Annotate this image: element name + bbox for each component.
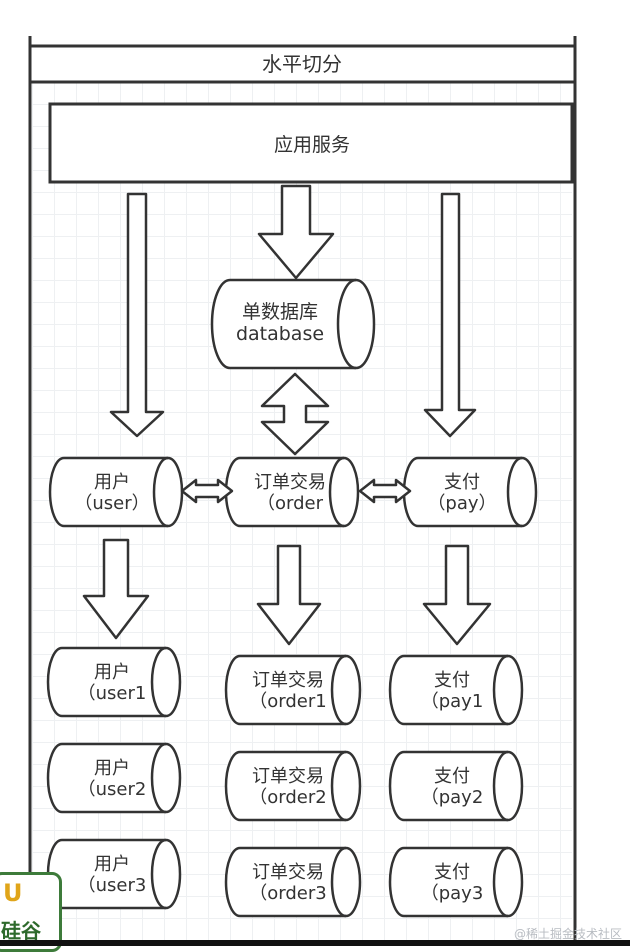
logo-text: 硅谷 [1, 919, 41, 943]
cylinder-pay-shard-1-label-cn: 支付 [434, 670, 470, 691]
cylinder-user-shard-3: 用户（user3 [46, 838, 182, 910]
cylinder-pay-label-cn: 支付 [444, 472, 480, 493]
cylinder-order-shard-1-label-cn: 订单交易 [252, 670, 324, 691]
cylinder-user-shard-1-label-cn: 用户 [94, 662, 130, 683]
cylinder-user-shard-3-label-en: （user3 [78, 875, 147, 896]
cylinder-order-shard-3-label-en: （order3 [249, 883, 326, 904]
outer-frame [28, 36, 577, 946]
arrow-down-order-shards [256, 544, 322, 646]
cylinder-pay-shard-2: 支付（pay2 [388, 750, 524, 822]
cylinder-pay: 支付（pay） [402, 456, 538, 528]
cylinder-user-shard-3-label-cn: 用户 [94, 854, 130, 875]
cylinder-pay-label-en: （pay） [427, 493, 496, 514]
double-arrow-order-pay [358, 478, 412, 504]
cylinder-user-shard-2-label-en: （user2 [78, 779, 147, 800]
cylinder-order-shard-1: 订单交易（order1 [224, 654, 362, 726]
arrow-down-to-database [257, 184, 335, 280]
cylinder-pay-shard-3: 支付（pay3 [388, 846, 524, 918]
cylinder-pay-shard-2-label-en: （pay2 [421, 787, 484, 808]
cylinder-order-shard-2-label-cn: 订单交易 [252, 766, 324, 787]
cylinder-user-shard-2-label-cn: 用户 [94, 758, 130, 779]
cylinder-user-shard-1-label-en: （user1 [78, 683, 147, 704]
cylinder-order-label-en: （order [257, 493, 324, 514]
arrow-down-to-user [109, 192, 165, 438]
cylinder-user: 用户（user） [48, 456, 184, 528]
arrow-down-to-pay [423, 192, 477, 438]
database-cylinder: 单数据库 database [210, 278, 376, 370]
diagram-title: 水平切分 [262, 52, 342, 76]
cylinder-user-label-cn: 用户 [94, 472, 130, 493]
cylinder-pay-shard-1-label-en: （pay1 [421, 691, 484, 712]
cylinder-order-shard-3-label-cn: 订单交易 [252, 862, 324, 883]
brand-logo: U 硅谷 [0, 872, 62, 952]
app-service-label: 应用服务 [274, 134, 350, 156]
cylinder-user-shard-1: 用户（user1 [46, 646, 182, 718]
database-label-cn: 单数据库 [242, 301, 318, 323]
cylinder-pay-shard-3-label-cn: 支付 [434, 862, 470, 883]
cylinder-order-label-cn: 订单交易 [254, 472, 326, 493]
cylinder-order-shard-3: 订单交易（order3 [224, 846, 362, 918]
cylinder-user-shard-2: 用户（user2 [46, 742, 182, 814]
double-arrow-database-order [260, 372, 330, 456]
cylinder-pay-shard-3-label-en: （pay3 [421, 883, 484, 904]
cylinder-layer: 用户（user）订单交易（order支付（pay）用户（user1订单交易（or… [46, 456, 538, 918]
cylinder-pay-shard-1: 支付（pay1 [388, 654, 524, 726]
double-arrow-user-order [180, 478, 234, 504]
arrow-down-user-shards [82, 538, 150, 640]
cylinder-user-label-en: （user） [74, 493, 149, 514]
logo-mark: U [3, 879, 23, 907]
database-label-en: database [236, 323, 324, 345]
cylinder-order-shard-2-label-en: （order2 [249, 787, 326, 808]
bottom-edge-bar [0, 940, 630, 946]
watermark: @稀土掘金技术社区 [513, 927, 622, 941]
cylinder-pay-shard-2-label-cn: 支付 [434, 766, 470, 787]
cylinder-order: 订单交易（order [224, 456, 360, 528]
arrow-down-pay-shards [422, 544, 492, 646]
cylinder-order-shard-2: 订单交易（order2 [224, 750, 362, 822]
app-service-box [48, 102, 574, 184]
cylinder-order-shard-1-label-en: （order1 [249, 691, 326, 712]
